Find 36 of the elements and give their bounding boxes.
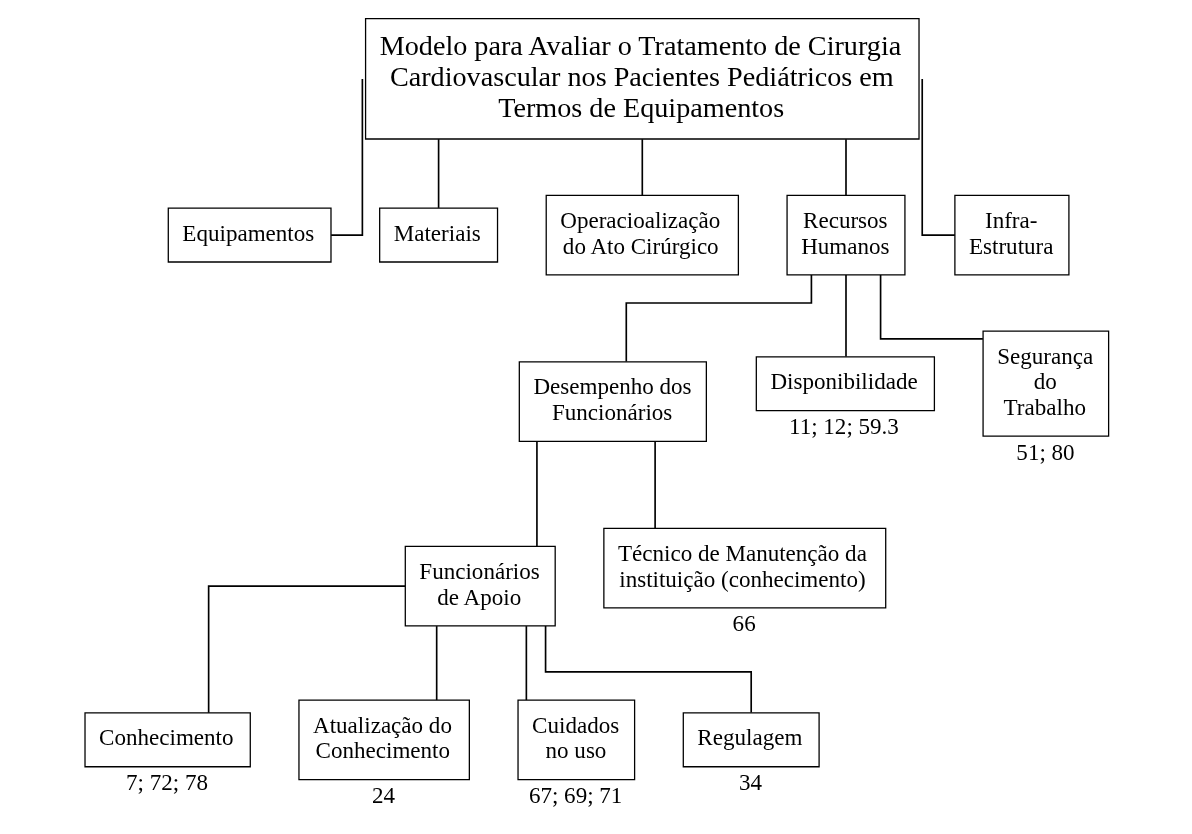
node-label: 11; 12; 59.3 [788,413,899,440]
node-box: Funcionários de Apoio [404,545,556,627]
node-box: Atualização do Conhecimento [297,699,470,781]
node-box: Segurança do Trabalho [981,330,1109,437]
node-box: Equipamentos [167,207,332,263]
node-box: Operacioalização do Ato Cirúrgico [545,194,739,276]
node-box: Conhecimento [83,712,251,768]
connector [640,138,643,196]
connector [653,440,656,529]
connector [437,138,439,209]
node-box: Técnico de Manutenção da instituição (conhecimento) [602,527,886,609]
node-box: Materiais [378,207,498,263]
connector [207,585,406,714]
connector [525,625,527,701]
node-box: Modelo para Avaliar o Tratamento de Cirurgia Cardiovascular nos Pacientes Pediátricos em Termos de Equipamentos [364,17,920,140]
connector [844,138,847,196]
node-label: 67; 69; 71 [528,782,622,809]
node-label: 24 [371,782,395,809]
connector [544,625,752,714]
node-label: 34 [738,769,762,796]
node-box: Recursos Humanos [785,194,906,276]
node-box: Cuidados no uso [516,699,635,781]
node-box: Infra- Estrutura [953,194,1070,276]
connector [435,625,437,701]
node-label: 51; 80 [1015,438,1075,465]
connector [879,274,984,340]
node-box: Desempenho dos Funcionários [518,361,707,442]
node-box: Regulagem [682,712,820,768]
connector [329,78,363,236]
connector [535,440,538,547]
connector [844,274,847,358]
connector [624,274,812,363]
node-label: 66 [732,610,756,637]
node-box: Disponibilidade [755,356,935,412]
connector [920,78,956,236]
node-label: 7; 72; 78 [125,769,208,796]
